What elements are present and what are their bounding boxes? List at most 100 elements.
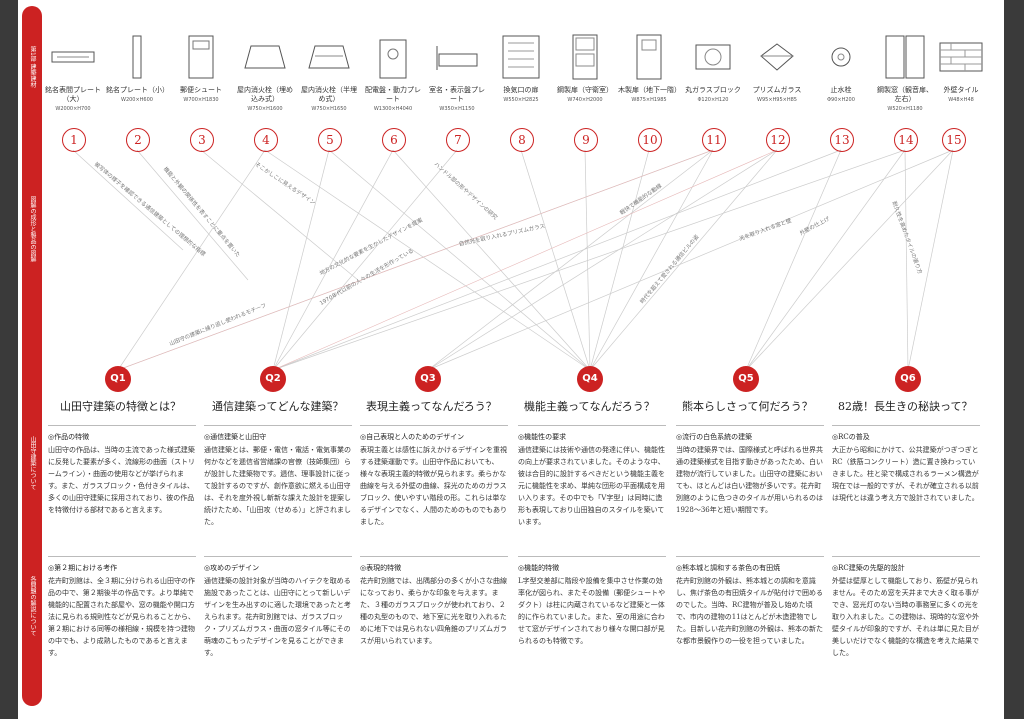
section-body: 大正から昭和にかけて、公共建築がつぎつぎとRC（鉄筋コンクリート）造に置き換わっ…	[832, 446, 979, 502]
material-item-13: 止水栓 Φ90×H200	[810, 32, 872, 104]
item-name: 外壁タイル	[943, 86, 979, 94]
question-title: 山田守建築の特徴とは？	[60, 400, 181, 413]
material-item-8: 換気口の扉 W550×H2825	[490, 32, 552, 104]
section-heading: ◎熊本城と調和する茶色の有田焼	[676, 564, 781, 572]
item-name: 配電盤・動力プレート	[365, 86, 421, 103]
document-sheet: 第1部 建築建材 図解の成形と製品の図解 山田守建築について 各問題の解説につい…	[18, 0, 1004, 719]
material-item-3: 郵便シュート W700×H1830	[170, 32, 232, 104]
item-number: 14	[894, 128, 918, 152]
question-title: 82歳！長生きの秘訣って？	[838, 400, 973, 413]
q4-section-2: ◎機能的特徴 L字型交差部に階段や設備を集中させ作業の効率化が図られ、またその設…	[518, 556, 666, 707]
q5-section-2: ◎熊本城と調和する茶色の有田焼 花卉町別館の外観は、熊本城との調和を意識し、焦げ…	[676, 556, 824, 707]
nameplate-small-icon	[113, 32, 161, 82]
material-item-11: 丸ガラスブロック Φ120×H120	[682, 32, 744, 104]
item-name: 銘名表間プレート（大）	[45, 86, 101, 103]
item-number: 9	[574, 128, 598, 152]
section-heading: ◎機能的特徴	[518, 564, 560, 572]
side-spine: 第1部 建築建材 図解の成形と製品の図解 山田守建築について 各問題の解説につい…	[22, 6, 42, 706]
item-size: W750×H1600	[247, 106, 283, 112]
item-number: 5	[318, 128, 342, 152]
item-size: Φ120×H120	[697, 97, 729, 103]
item-number: 7	[446, 128, 470, 152]
q4-section-1: ◎機能性の要求 通信建築には技術や通信の発達に伴い、機能性の向上が要求されていま…	[518, 425, 666, 550]
material-item-9: 鋼製扉（守衛室） W740×H2000	[554, 32, 616, 104]
wooden-door-icon	[625, 32, 673, 82]
steel-window-icon	[881, 32, 929, 82]
question-badge-q4: Q4	[577, 366, 603, 392]
item-size: W48×H48	[948, 97, 974, 103]
spine-label-1: 第1部 建築建材	[29, 46, 36, 88]
stop-valve-icon	[817, 32, 865, 82]
item-number: 4	[254, 128, 278, 152]
item-name: 鋼製扉（守衛室）	[557, 86, 613, 94]
material-item-2: 銘名プレート（小） W200×H600	[106, 32, 169, 104]
item-size: Φ90×H200	[827, 97, 855, 103]
item-name: 郵便シュート	[180, 86, 222, 94]
spine-label-2: 図解の成形と製品の図解	[29, 196, 36, 262]
material-item-6: 配電盤・動力プレート W1300×H4040	[362, 32, 424, 113]
glass-block-icon	[689, 32, 737, 82]
vent-door-icon	[497, 32, 545, 82]
section-body: 通信建築の設計対象が当時のハイテクを取める施設であったことは、山田守にとって新し…	[204, 577, 351, 657]
item-name: 屋内消火栓（半埋め式）	[301, 86, 357, 103]
mail-chute-icon	[177, 32, 225, 82]
section-body: 通信建築には技術や通信の発達に伴い、機能性の向上が要求されていました。そのような…	[518, 446, 665, 526]
q6-section-1: ◎RCの普及 大正から昭和にかけて、公共建築がつぎつぎとRC（鉄筋コンクリート）…	[832, 425, 980, 550]
item-size: W875×H1985	[631, 97, 667, 103]
section-body: 通信建築とは、郵便・電信・電話・電気事業の何かなどを逓信省営繕課の官僚（技師集団…	[204, 446, 351, 526]
section-body: L字型交差部に階段や設備を集中させ作業の効率化が図られ、またその設備（郵便シュー…	[518, 577, 666, 645]
material-item-12: プリズムガラス W95×H95×H85	[746, 32, 808, 104]
item-size: W2000×H700	[55, 106, 91, 112]
section-heading: ◎機能性の要求	[518, 433, 567, 441]
question-badge-q2: Q2	[260, 366, 286, 392]
material-item-15: 外壁タイル W48×H48	[930, 32, 992, 104]
material-item-14: 鋼製窓（観音扉、左右） W520×H1180	[874, 32, 936, 113]
section-heading: ◎通信建築と山田守	[204, 433, 267, 441]
question-title: 熊本らしさって何だろう？	[682, 400, 813, 413]
question-title: 通信建築ってどんな建築？	[212, 400, 344, 413]
question-title: 機能主義ってなんだろう？	[524, 400, 655, 413]
section-heading: ◎攻めのデザイン	[204, 564, 260, 572]
item-name: 木製扉（地下一階）	[618, 86, 681, 94]
item-name: 止水栓	[830, 86, 852, 94]
question-title: 表現主義ってなんだろう？	[366, 400, 497, 413]
section-heading: ◎作品の特徴	[48, 433, 90, 441]
question-badge-q6: Q6	[895, 366, 921, 392]
question-badge-q3: Q3	[415, 366, 441, 392]
item-size: W740×H2000	[567, 97, 603, 103]
item-size: W200×H600	[121, 97, 153, 103]
item-size: W1300×H4040	[373, 106, 413, 112]
material-item-4: 屋内消火栓（埋め込み式） W750×H1600	[234, 32, 296, 113]
item-number: 12	[766, 128, 790, 152]
fire-hydrant-box-icon	[305, 32, 353, 82]
section-body: 表現主義とは感性に訴えかけるデザインを重視する建築運動です。山田守作品においても…	[360, 446, 507, 526]
material-item-5: 屋内消火栓（半埋め式） W750×H1650	[298, 32, 360, 113]
item-name: プリズムガラス	[752, 86, 802, 94]
section-body: 当時の建築界では、国際様式と呼ばれる世界共通の建築様式を目指す動きがあったため、…	[676, 446, 823, 514]
q6-section-2: ◎RC建築の先駆的設計 外壁は壁厚として機能しており、筋壁が見られません。そのた…	[832, 556, 980, 707]
item-number: 13	[830, 128, 854, 152]
spine-label-4: 各問題の解説について	[29, 576, 36, 636]
section-body: 外壁は壁厚として機能しており、筋壁が見られません。そのため窓を天井まで大きく取る…	[832, 577, 979, 657]
q2-section-2: ◎攻めのデザイン 通信建築の設計対象が当時のハイテクを取める施設であったことは、…	[204, 556, 352, 707]
item-number: 6	[382, 128, 406, 152]
q1-section-2: ◎第２期における考作 花卉町別館は、全３期に分けられる山田守の作品の中で、第２期…	[48, 556, 196, 707]
section-heading: ◎表現的特徴	[360, 564, 402, 572]
item-name: 銘名プレート（小）	[106, 86, 169, 94]
q2-section-1: ◎通信建築と山田守 通信建築とは、郵便・電信・電話・電気事業の何かなどを逓信省営…	[204, 425, 352, 550]
section-heading: ◎第２期における考作	[48, 564, 118, 572]
item-size: W550×H2825	[503, 97, 539, 103]
material-item-10: 木製扉（地下一階） W875×H1985	[618, 32, 681, 104]
section-body: 花卉町別館は、全３期に分けられる山田守の作品の中で、第２期後半の作品です。より単…	[48, 577, 195, 657]
section-body: 花卉町別館の外観は、熊本城との調和を意識し、焦げ茶色の有田焼タイルが貼付けで囲め…	[676, 577, 823, 645]
item-number: 1	[62, 128, 86, 152]
section-heading: ◎流行の白色系統の建築	[676, 433, 753, 441]
wall-tile-icon	[937, 32, 985, 82]
prism-glass-icon	[753, 32, 801, 82]
nameplate-large-icon	[49, 32, 97, 82]
section-heading: ◎RC建築の先駆的設計	[832, 564, 905, 572]
section-heading: ◎自己表現と人のためのデザイン	[360, 433, 465, 441]
item-size: W95×H95×H85	[757, 97, 797, 103]
item-number: 3	[190, 128, 214, 152]
item-name: 換気口の扉	[503, 86, 539, 94]
